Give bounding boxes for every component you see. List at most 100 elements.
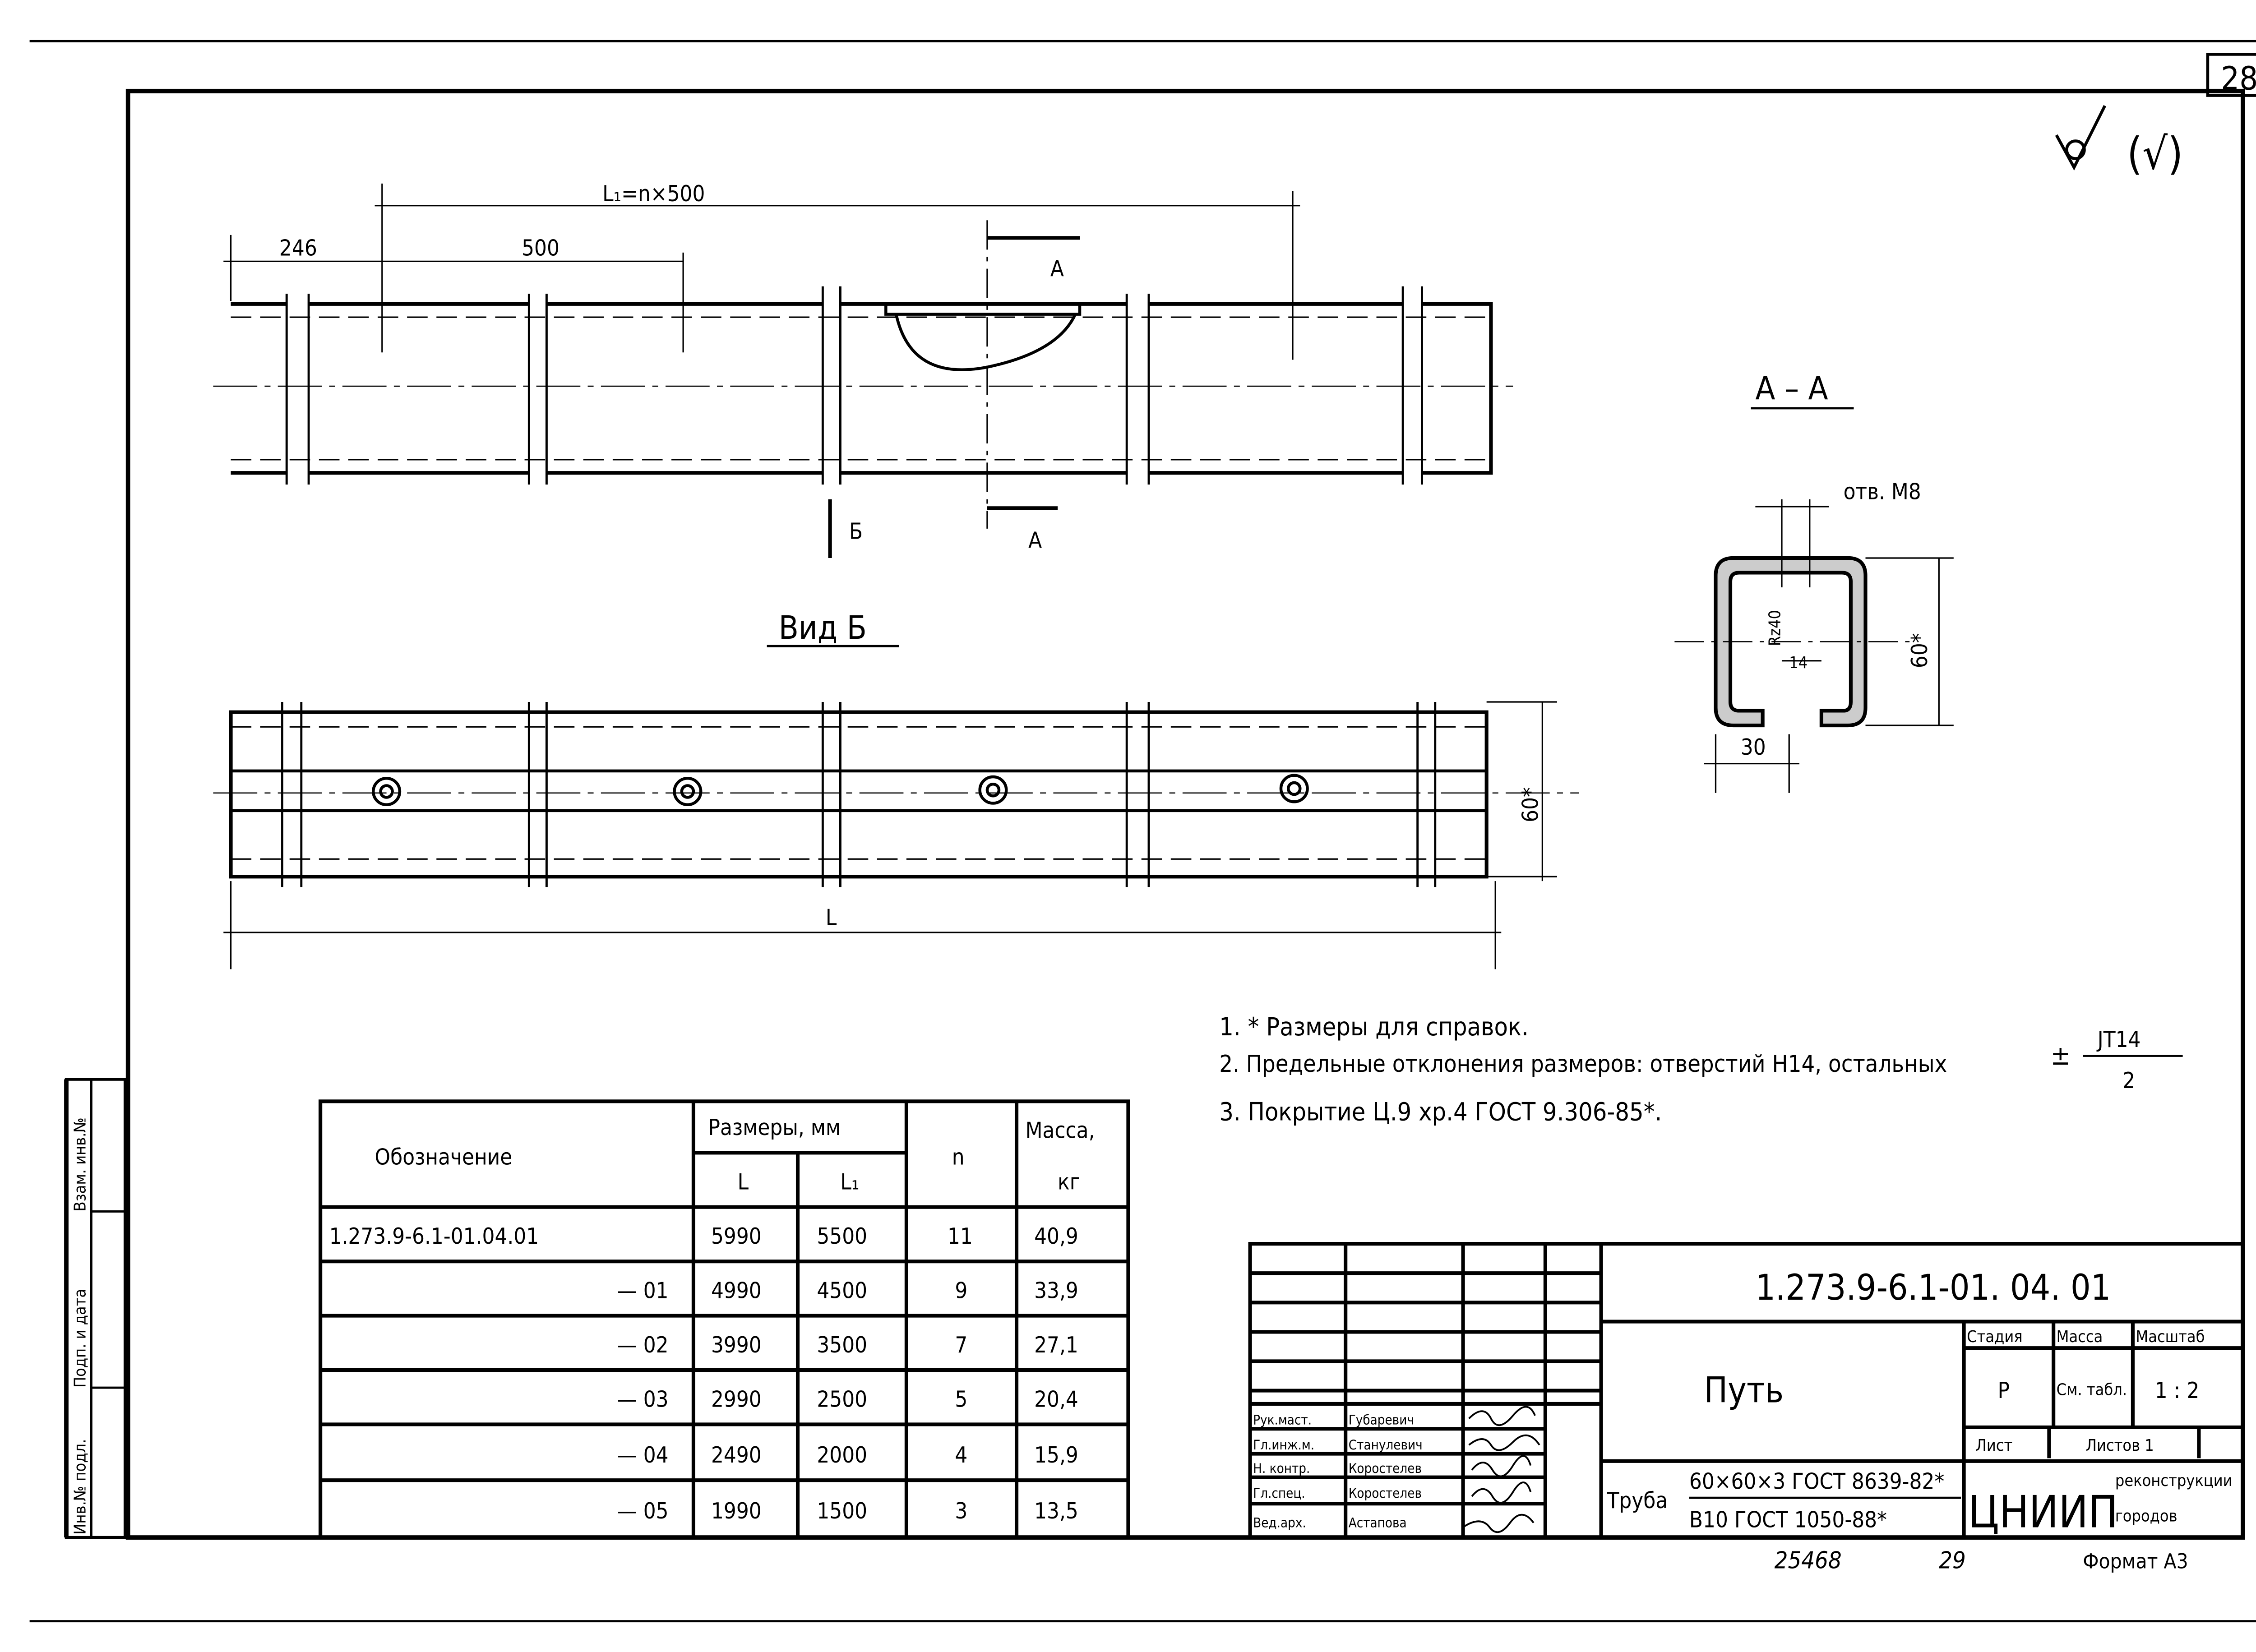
note-3: 3. Покрытие Ц.9 хр.4 ГОСТ 9.306-85*. <box>1219 1098 1662 1127</box>
person-name: Станулевич <box>1349 1437 1423 1453</box>
tb-stage-label: Стадия <box>1967 1328 2023 1346</box>
spec-table <box>319 1099 1130 1540</box>
person-role: Вед.арх. <box>1253 1515 1306 1530</box>
roughness-mark: (√) <box>2127 128 2183 180</box>
row-n: 3 <box>955 1498 967 1524</box>
table-row: — 01 4990 4500 9 33,9 <box>617 1278 1078 1304</box>
header-mass: Масса, <box>1026 1118 1095 1144</box>
row-n: 7 <box>955 1332 967 1358</box>
tb-material-top: 60×60×3 ГОСТ 8639-82* <box>1689 1469 1944 1495</box>
side-stamp-inv: Инв.№ подл. <box>71 1439 89 1535</box>
person-role: Гл.спец. <box>1253 1486 1305 1501</box>
person-role: Рук.маст. <box>1253 1412 1312 1427</box>
row-designation: — 04 <box>617 1442 669 1468</box>
org-line1: реконструкции <box>2115 1472 2233 1490</box>
section-title: А – А <box>1755 369 1828 407</box>
header-designation: Обозначение <box>375 1144 513 1170</box>
dim-60-section: 60* <box>1907 633 1932 668</box>
row-n: 11 <box>948 1223 973 1249</box>
row-l1: 5500 <box>817 1223 867 1249</box>
person-name: Астапова <box>1349 1515 1407 1530</box>
tb-designation: 1.273.9-6.1-01. 04. 01 <box>1755 1267 2111 1308</box>
tb-sheets-label: Листов 1 <box>2086 1436 2154 1455</box>
tolerance-numerator: JT14 <box>2096 1027 2141 1052</box>
person-name: Коростелев <box>1349 1486 1422 1501</box>
dim-l1: L₁=n×500 <box>602 181 705 207</box>
section-mark-a-top: А <box>1050 256 1064 281</box>
row-designation: — 03 <box>617 1386 669 1412</box>
view-mark-b: Б <box>849 519 863 545</box>
side-stamp-replace: Взам. инв.№ <box>71 1117 89 1211</box>
row-l: 3990 <box>711 1332 762 1358</box>
org-line2: городов <box>2115 1507 2177 1525</box>
hole-marks <box>372 774 1309 807</box>
row-designation: — 02 <box>617 1332 669 1358</box>
row-mass: 15,9 <box>1034 1442 1078 1468</box>
dim-14: 14 <box>1789 654 1808 672</box>
person-name: Коростелев <box>1349 1461 1422 1476</box>
note-2: 2. Предельные отклонения размеров: отвер… <box>1219 1051 1947 1078</box>
tolerance-sign: ± <box>2051 1040 2071 1071</box>
title-block-grid <box>1248 1242 2245 1540</box>
side-stamp-sign: Подп. и дата <box>71 1289 89 1388</box>
hole-label: отв. М8 <box>1844 479 1921 505</box>
row-l1: 3500 <box>817 1332 867 1358</box>
dim-500: 500 <box>522 235 559 261</box>
row-l: 4990 <box>711 1278 762 1304</box>
roughness-rz: Rz40 <box>1766 610 1784 646</box>
table-row: — 03 2990 2500 5 20,4 <box>617 1386 1078 1412</box>
tb-material-prefix: Труба <box>1607 1488 1668 1514</box>
row-n: 4 <box>955 1442 967 1468</box>
row-l: 5990 <box>711 1223 762 1249</box>
row-l: 1990 <box>711 1498 762 1524</box>
table-row: — 02 3990 3500 7 27,1 <box>617 1332 1078 1358</box>
tb-scale: 1 : 2 <box>2155 1378 2200 1403</box>
note-1: 1. * Размеры для справок. <box>1219 1013 1529 1042</box>
header-sizes: Размеры, мм <box>708 1115 841 1140</box>
roughness-symbol-icon <box>2055 105 2106 171</box>
footer-format: Формат А3 <box>2083 1549 2188 1573</box>
tb-mass-label: Масса <box>2057 1328 2103 1346</box>
tb-mass: См. табл. <box>2057 1380 2127 1399</box>
row-designation: 1.273.9-6.1-01.04.01 <box>329 1223 539 1249</box>
person-role: Гл.инж.м. <box>1253 1437 1314 1453</box>
row-mass: 13,5 <box>1034 1498 1078 1524</box>
tb-name: Путь <box>1704 1370 1784 1411</box>
tolerance-denominator: 2 <box>2122 1068 2135 1094</box>
section-profile <box>1674 499 1954 793</box>
row-l1: 4500 <box>817 1278 867 1304</box>
view-b-title: Вид Б <box>779 609 867 646</box>
dim-60-view-b: 60* <box>1518 787 1544 822</box>
row-designation: — 05 <box>617 1498 669 1524</box>
row-l: 2990 <box>711 1386 762 1412</box>
sheet-number-box <box>2206 53 2256 97</box>
row-l1: 1500 <box>817 1498 867 1524</box>
person-role: Н. контр. <box>1253 1461 1310 1476</box>
tb-scale-label: Масштаб <box>2136 1328 2205 1346</box>
row-designation: — 01 <box>617 1278 669 1304</box>
table-row: — 04 2490 2000 4 15,9 <box>617 1442 1078 1468</box>
row-l: 2490 <box>711 1442 762 1468</box>
dim-246: 246 <box>279 235 317 261</box>
tb-material-bottom: В10 ГОСТ 1050-88* <box>1689 1507 1887 1532</box>
dim-l: L <box>826 905 837 931</box>
header-l1: L₁ <box>840 1169 859 1195</box>
org-logo: ЦНИИП <box>1968 1486 2118 1538</box>
footer-page: 29 <box>1939 1547 1966 1574</box>
pipe-top-view <box>213 183 1513 558</box>
row-l1: 2000 <box>817 1442 867 1468</box>
table-row: — 05 1990 1500 3 13,5 <box>617 1498 1078 1524</box>
row-mass: 40,9 <box>1034 1223 1078 1249</box>
table-row: 1.273.9-6.1-01.04.01 5990 5500 11 40,9 <box>329 1223 1078 1249</box>
row-n: 5 <box>955 1386 967 1412</box>
header-mass-unit: кг <box>1058 1169 1080 1195</box>
row-mass: 27,1 <box>1034 1332 1078 1358</box>
pipe-view-b <box>213 701 1579 969</box>
header-n: n <box>952 1144 965 1170</box>
row-l1: 2500 <box>817 1386 867 1412</box>
row-mass: 20,4 <box>1034 1386 1078 1412</box>
row-mass: 33,9 <box>1034 1278 1078 1304</box>
dim-30: 30 <box>1741 734 1766 760</box>
person-name: Губаревич <box>1349 1412 1414 1427</box>
